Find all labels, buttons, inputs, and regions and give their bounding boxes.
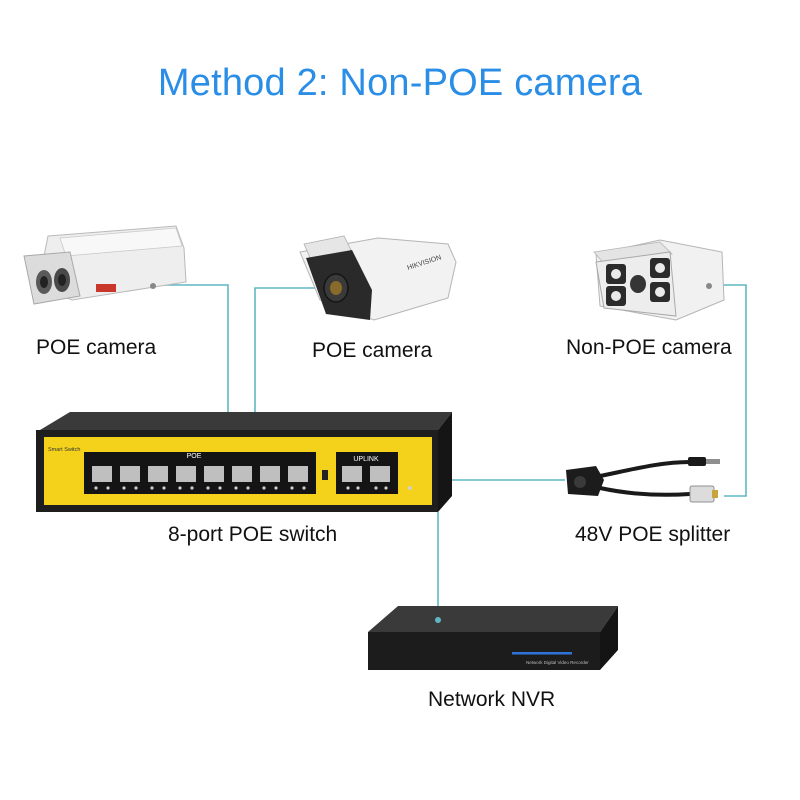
- poe-camera-1: [24, 226, 186, 304]
- poe-group-label: POE: [187, 453, 202, 460]
- label-poe-camera-1: POE camera: [36, 336, 156, 360]
- cable-cam1-switch: [150, 285, 228, 412]
- non-poe-camera: [594, 240, 724, 320]
- label-network-nvr: Network NVR: [428, 688, 555, 712]
- poe-camera-2: HIKVISION: [300, 236, 456, 320]
- label-poe-switch: 8-port POE switch: [168, 523, 337, 547]
- uplink-group-label: UPLINK: [353, 456, 379, 463]
- switch-brand-text: Smart Switch: [48, 447, 80, 453]
- cable-cam3-splitter: [708, 285, 746, 496]
- poe-splitter: [566, 457, 720, 502]
- nvr-caption-text: Network Digital Video Recorder: [526, 660, 589, 665]
- poe-switch: Smart Switch POE UPLINK: [36, 412, 452, 512]
- network-nvr: Network Digital Video Recorder: [368, 606, 618, 670]
- label-non-poe-camera: Non-POE camera: [566, 336, 732, 360]
- label-poe-splitter: 48V POE splitter: [575, 523, 730, 547]
- label-poe-camera-2: POE camera: [312, 339, 432, 363]
